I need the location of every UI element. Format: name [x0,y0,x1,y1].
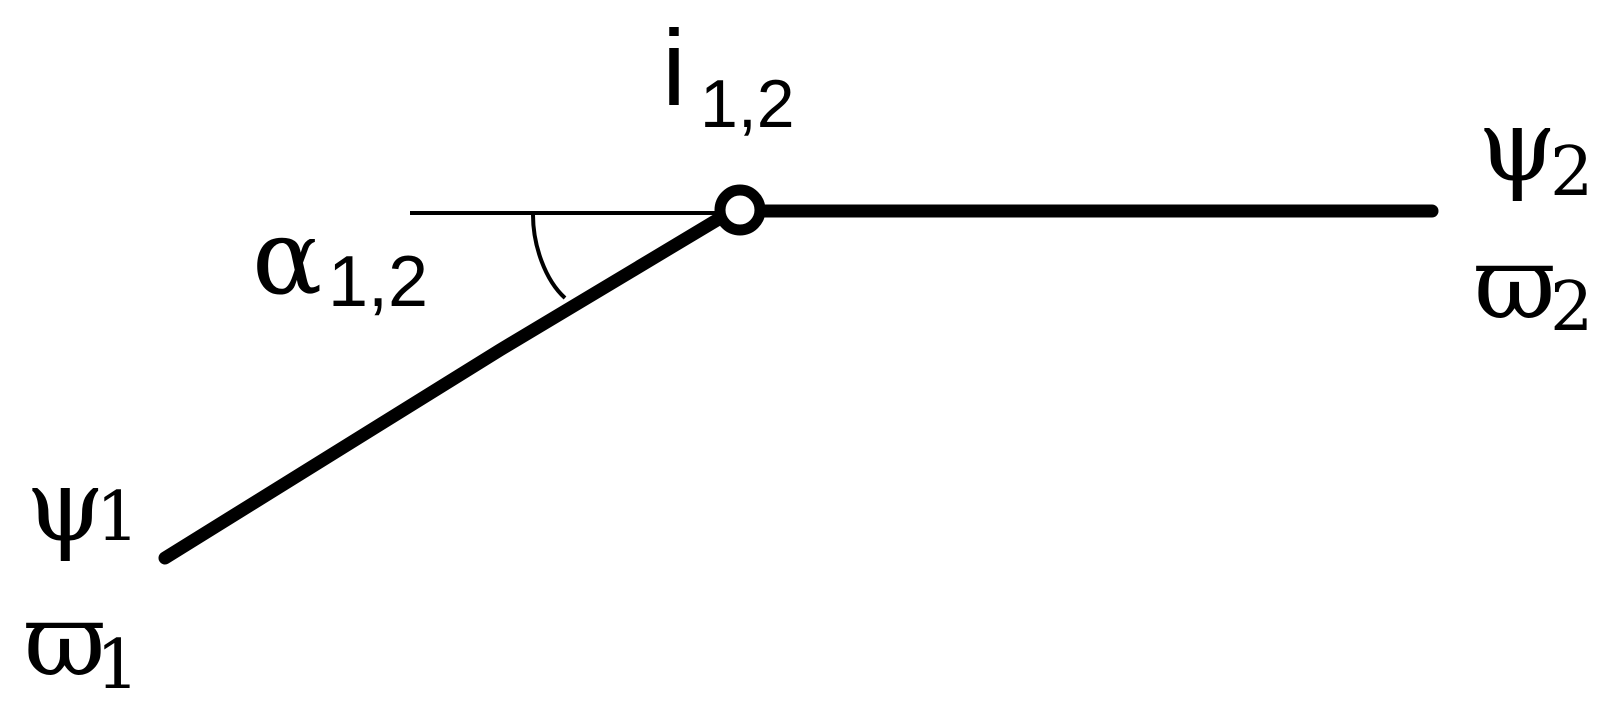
node-label-sub: 1,2 [700,66,795,142]
left-branch [158,210,729,565]
node-label: i 1,2 [662,7,795,142]
left-omega-main: ϖ [24,582,106,699]
junction-node [714,184,766,236]
left-psi-main: ψ [26,447,104,564]
left-omega-sub: 1 [96,626,139,705]
left-psi-sub: 1 [96,478,139,557]
right-omega-sub: 2 [1550,268,1593,347]
angle-arc [531,214,567,300]
right-omega-main: ϖ [1474,225,1556,342]
right-psi-sub: 2 [1550,133,1593,212]
angle-label-sub: 1,2 [328,242,428,322]
angle-label: α 1,2 [252,196,428,322]
left-psi-label: ψ 1 [26,447,139,564]
right-omega-label: ϖ 2 [1474,225,1593,347]
right-psi-main: ψ [1478,87,1556,204]
node-label-main: i [662,7,686,128]
left-omega-label: ϖ 1 [24,582,139,705]
right-psi-label: ψ 2 [1478,87,1593,212]
angle-label-main: α [252,196,322,318]
